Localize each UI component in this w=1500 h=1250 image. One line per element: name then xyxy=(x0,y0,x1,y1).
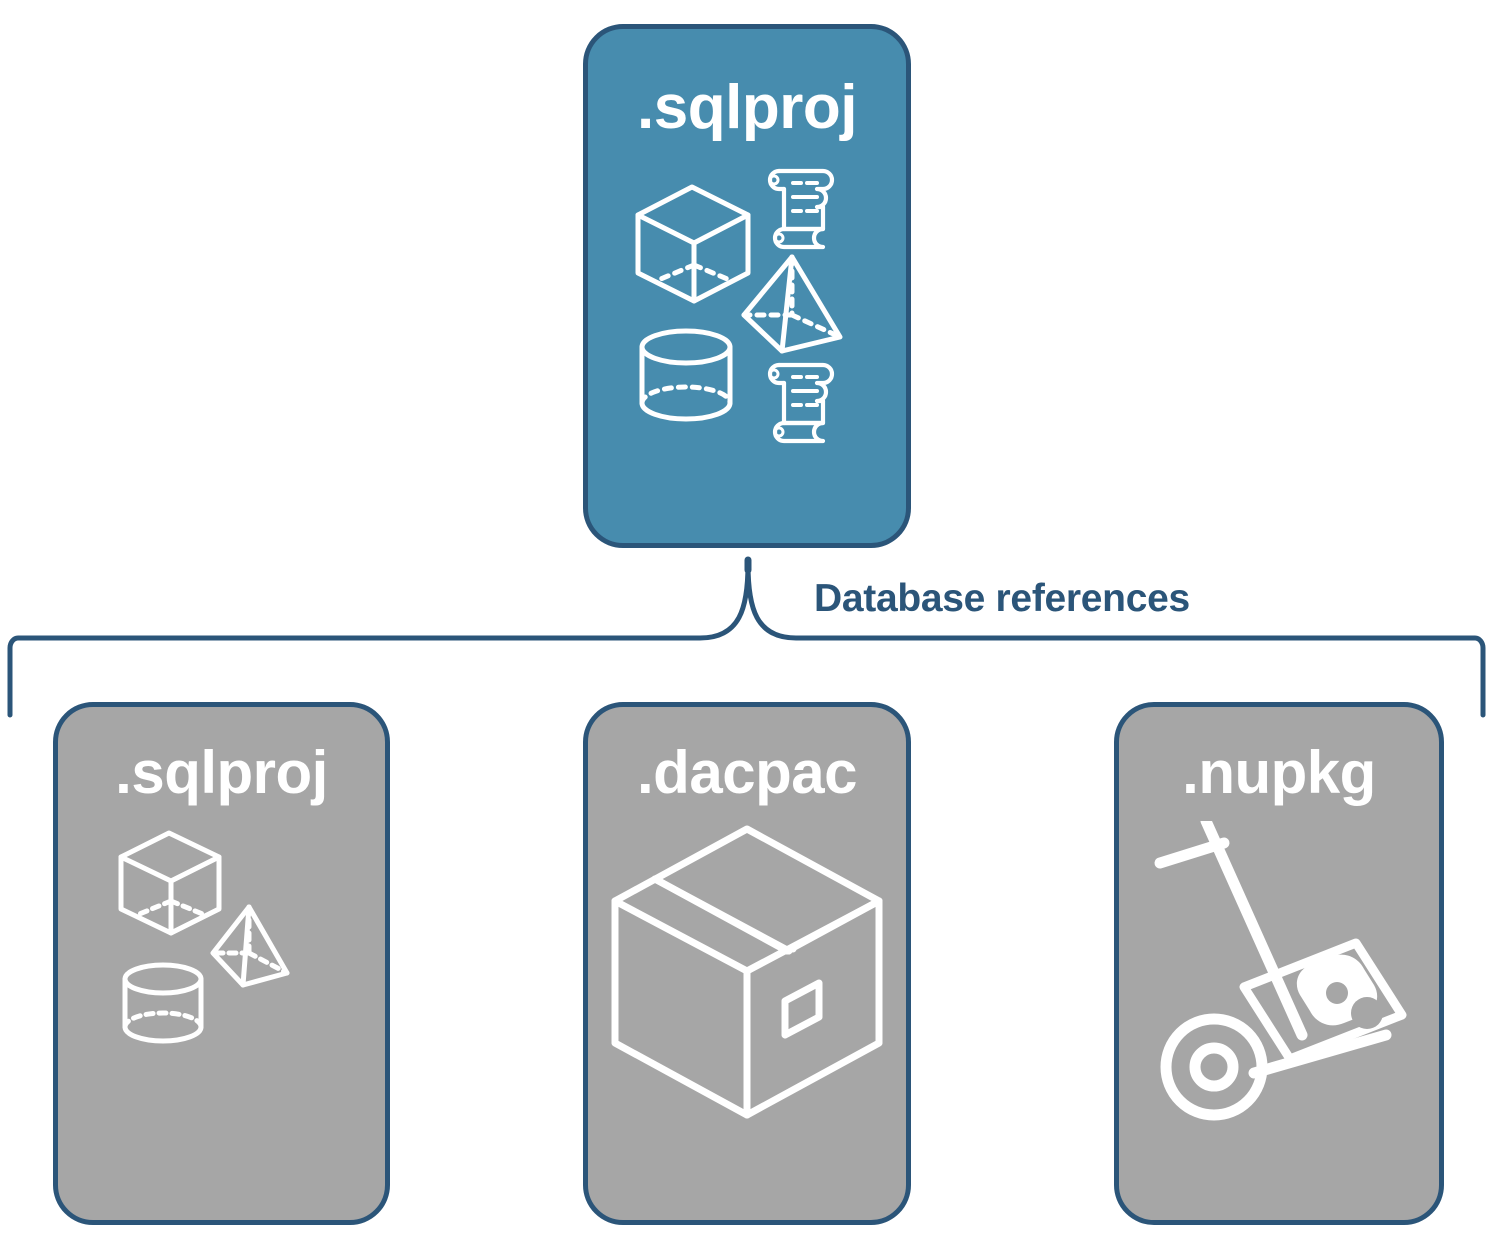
node-child-dacpac-label: .dacpac xyxy=(637,739,857,806)
sqlproj-icon-cluster xyxy=(97,821,347,1076)
nuget-package-glyph xyxy=(1296,954,1378,1026)
scroll-icon xyxy=(767,362,835,444)
nupkg-icon xyxy=(1134,815,1424,1126)
pyramid-wireframe-icon xyxy=(210,904,289,988)
cylinder-wireframe-icon xyxy=(122,962,203,1044)
nuget-package-icon xyxy=(1239,938,1407,1064)
node-root-sqlproj[interactable]: .sqlproj xyxy=(583,24,911,548)
scroll-icon xyxy=(767,168,835,250)
dacpac-icon xyxy=(607,821,887,1126)
node-child-nupkg[interactable]: .nupkg xyxy=(1114,702,1444,1225)
cylinder-wireframe-icon xyxy=(639,328,733,422)
nuget-package-holes xyxy=(1326,982,1383,1029)
root-icon-cluster xyxy=(632,165,862,460)
hand-truck-icon xyxy=(1154,815,1392,1121)
node-child-sqlproj-label: .sqlproj xyxy=(115,739,328,806)
cube-wireframe-icon xyxy=(118,830,221,936)
node-root-label: .sqlproj xyxy=(637,73,857,142)
connector-label: Database references xyxy=(814,577,1190,620)
node-child-sqlproj[interactable]: .sqlproj xyxy=(53,702,390,1225)
cube-wireframe-icon xyxy=(635,184,751,304)
node-child-nupkg-label: .nupkg xyxy=(1182,739,1376,806)
node-child-dacpac[interactable]: .dacpac xyxy=(583,702,911,1225)
pyramid-wireframe-icon xyxy=(741,254,843,354)
database-references-brace xyxy=(7,556,1486,718)
package-box-icon xyxy=(611,825,883,1119)
